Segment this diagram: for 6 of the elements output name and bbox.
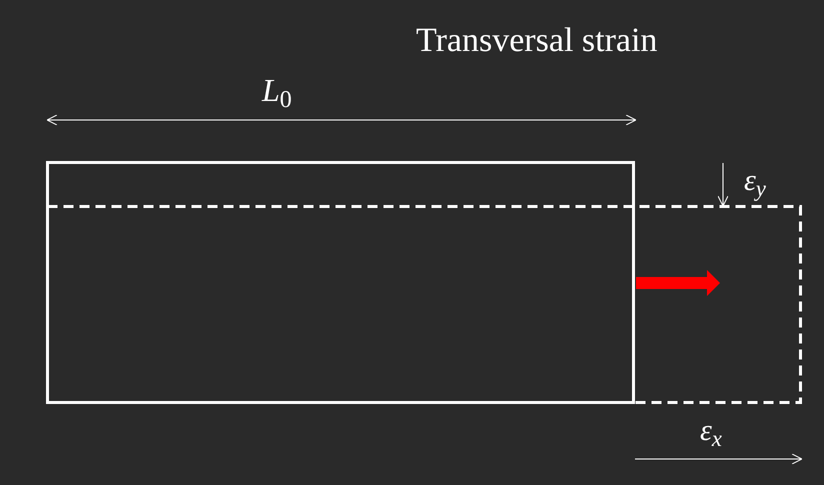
- title: Transversal strain: [416, 21, 658, 61]
- original-outline: [46, 161, 635, 404]
- length-symbol: L$_{0}$: [262, 71, 292, 110]
- deformed-outline: [46, 205, 802, 404]
- transverse-strain-symbol: ε$_{y}$: [744, 163, 766, 200]
- axial-strain-symbol: ε$_{x}$: [700, 413, 722, 450]
